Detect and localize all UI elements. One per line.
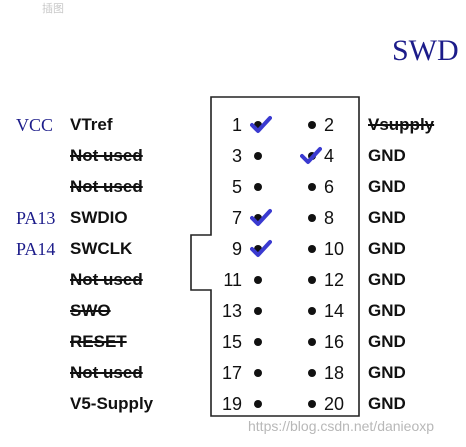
even-pin-dot	[308, 121, 316, 129]
odd-pin-number: 19	[221, 394, 242, 414]
odd-pin-dot	[254, 307, 262, 315]
check-mark-icon	[300, 147, 322, 164]
even-pin-number: 16	[324, 332, 345, 352]
even-pin-dot	[308, 214, 316, 222]
even-pin-number: 6	[324, 177, 335, 197]
odd-pin-dot	[254, 152, 262, 160]
mcu-pin-label: PA14	[16, 239, 56, 259]
even-pin-dot	[308, 276, 316, 284]
odd-pin-number: 9	[231, 239, 242, 259]
pin-row: VCC VTref 1 2 Vsupply	[0, 110, 466, 140]
odd-pin-number: 1	[231, 115, 242, 135]
even-pin-dot	[308, 307, 316, 315]
odd-pin-number: 3	[231, 146, 242, 166]
even-pin-dot	[308, 338, 316, 346]
left-signal-label: Not used	[70, 177, 143, 196]
odd-pin-number: 17	[221, 363, 242, 383]
right-signal-label: GND	[368, 332, 406, 351]
odd-pin-dot	[254, 245, 262, 253]
even-pin-dot	[308, 183, 316, 191]
pin-row: SWO 13 14 GND	[0, 296, 466, 326]
right-signal-label: GND	[368, 301, 406, 320]
odd-pin-number: 15	[221, 332, 242, 352]
odd-pin-dot	[254, 214, 262, 222]
even-pin-number: 8	[324, 208, 335, 228]
left-signal-label: VTref	[70, 115, 113, 134]
right-signal-label: GND	[368, 208, 406, 227]
even-pin-number: 4	[324, 146, 335, 166]
odd-pin-number: 5	[231, 177, 242, 197]
even-pin-dot	[308, 245, 316, 253]
odd-pin-number: 13	[221, 301, 242, 321]
pin-row: Not used 3 4 GND	[0, 141, 466, 171]
diagram-title: SWD	[392, 34, 459, 67]
right-signal-label: GND	[368, 239, 406, 258]
odd-pin-number: 11	[223, 270, 242, 290]
pin-row: RESET 15 16 GND	[0, 327, 466, 357]
right-signal-label: Vsupply	[368, 115, 435, 134]
odd-pin-dot	[254, 400, 262, 408]
odd-pin-number: 7	[231, 208, 242, 228]
top-mark: 插图	[42, 3, 64, 15]
left-signal-label: Not used	[70, 270, 143, 289]
odd-pin-dot	[254, 183, 262, 191]
even-pin-number: 2	[324, 115, 335, 135]
left-signal-label: SWDIO	[70, 208, 128, 227]
even-pin-number: 18	[324, 363, 345, 383]
odd-pin-dot	[254, 121, 262, 129]
left-signal-label: Not used	[70, 146, 143, 165]
odd-pin-dot	[254, 338, 262, 346]
left-signal-label: V5-Supply	[70, 394, 154, 413]
left-signal-label: Not used	[70, 363, 143, 382]
right-signal-label: GND	[368, 146, 406, 165]
even-pin-number: 20	[324, 394, 345, 414]
left-signal-label: RESET	[70, 332, 127, 351]
check-mark-icon	[250, 209, 272, 226]
pin-row: V5-Supply 19 20 GND	[0, 389, 466, 419]
pin-row: PA14 SWCLK 9 10 GND	[0, 234, 466, 264]
right-signal-label: GND	[368, 363, 406, 382]
pin-row: Not used 17 18 GND	[0, 358, 466, 388]
right-signal-label: GND	[368, 270, 406, 289]
even-pin-dot	[308, 400, 316, 408]
right-signal-label: GND	[368, 177, 406, 196]
right-signal-label: GND	[368, 394, 406, 413]
watermark: https://blog.csdn.net/danieoxp	[248, 418, 435, 434]
even-pin-number: 12	[324, 270, 345, 290]
check-mark-icon	[250, 240, 272, 257]
check-mark-icon	[250, 116, 272, 133]
left-signal-label: SWCLK	[70, 239, 133, 258]
pin-row: Not used 5 6 GND	[0, 172, 466, 202]
even-pin-dot	[308, 369, 316, 377]
odd-pin-dot	[254, 276, 262, 284]
mcu-pin-label: VCC	[16, 115, 54, 135]
pin-row: PA13 SWDIO 7 8 GND	[0, 203, 466, 233]
even-pin-number: 10	[324, 239, 345, 259]
odd-pin-dot	[254, 369, 262, 377]
pin-row: Not used 11 12 GND	[0, 265, 466, 295]
even-pin-number: 14	[324, 301, 345, 321]
mcu-pin-label: PA13	[16, 208, 56, 228]
left-signal-label: SWO	[70, 301, 111, 320]
